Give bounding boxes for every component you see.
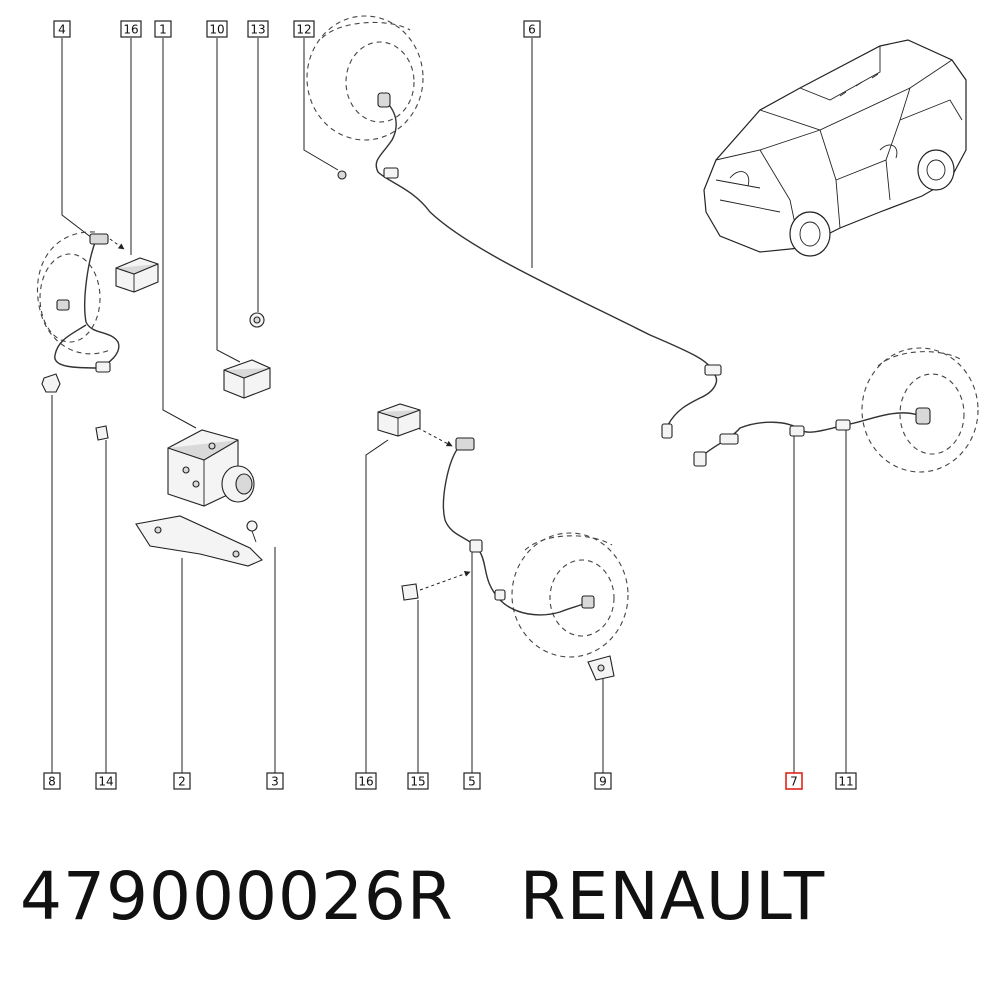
callout-8: 8 xyxy=(43,772,61,790)
part-number: 479000026R xyxy=(20,858,454,935)
callouts-top: 4 16 1 10 13 12 6 xyxy=(53,20,541,38)
connector-16-top xyxy=(115,257,159,293)
callout-11: 11 xyxy=(835,772,857,790)
callout-14-label: 14 xyxy=(98,775,113,789)
bracket-2 xyxy=(135,515,263,567)
callout-16-top: 16 xyxy=(120,20,142,38)
callout-2-label: 2 xyxy=(178,775,186,789)
callout-12-label: 12 xyxy=(296,23,311,37)
leader-lines xyxy=(51,38,847,773)
callouts-bottom: 8 14 2 3 16 15 5 9 7 11 xyxy=(43,772,857,790)
brand-name: RENAULT xyxy=(519,858,826,935)
bolt-3 xyxy=(246,520,258,543)
wheel-speed-sensor-rear-left xyxy=(337,92,722,439)
callout-16-bottom: 16 xyxy=(355,772,377,790)
nut-13 xyxy=(249,312,265,328)
callout-12: 12 xyxy=(293,20,315,38)
callout-13-label: 13 xyxy=(250,23,265,37)
callout-7-label: 7 xyxy=(790,775,798,789)
callout-2: 2 xyxy=(173,772,191,790)
tire-rear-right xyxy=(861,347,979,473)
clip-15 xyxy=(401,583,419,601)
wheel-speed-sensor-front-left xyxy=(54,233,125,373)
callout-6-label: 6 xyxy=(528,23,536,37)
callout-10: 10 xyxy=(206,20,228,38)
callout-1: 1 xyxy=(154,20,172,38)
callout-3: 3 xyxy=(266,772,284,790)
callout-11-label: 11 xyxy=(838,775,853,789)
callout-16-bottom-label: 16 xyxy=(358,775,373,789)
abs-unit-1 xyxy=(167,429,255,507)
tire-outlines xyxy=(36,15,979,658)
callout-10-label: 10 xyxy=(209,23,224,37)
callout-4: 4 xyxy=(53,20,71,38)
callout-5-label: 5 xyxy=(468,775,476,789)
connector-16-bottom xyxy=(377,403,421,437)
callout-8-label: 8 xyxy=(48,775,56,789)
callout-1-label: 1 xyxy=(159,23,167,37)
callout-6: 6 xyxy=(523,20,541,38)
callout-16-top-label: 16 xyxy=(123,23,138,37)
callout-7: 7 xyxy=(785,772,803,790)
callout-13: 13 xyxy=(247,20,269,38)
callout-9: 9 xyxy=(594,772,612,790)
footer-caption: 479000026R RENAULT xyxy=(20,858,825,948)
bracket-9 xyxy=(587,655,615,681)
callout-3-label: 3 xyxy=(271,775,279,789)
callout-15: 15 xyxy=(407,772,429,790)
callout-15-label: 15 xyxy=(410,775,425,789)
wheel-speed-sensor-front-right xyxy=(417,427,595,616)
tire-front-left xyxy=(36,231,111,355)
tire-rear-left xyxy=(306,15,424,141)
clip-8 xyxy=(41,373,61,393)
callout-5: 5 xyxy=(463,772,481,790)
callout-14: 14 xyxy=(95,772,117,790)
callout-9-label: 9 xyxy=(599,775,607,789)
clip-14 xyxy=(95,425,109,441)
module-10 xyxy=(223,359,271,399)
wheel-speed-sensor-rear-right xyxy=(693,407,931,467)
tire-front-right xyxy=(511,532,629,658)
vehicle-illustration xyxy=(703,39,967,257)
callout-4-label: 4 xyxy=(58,23,66,37)
